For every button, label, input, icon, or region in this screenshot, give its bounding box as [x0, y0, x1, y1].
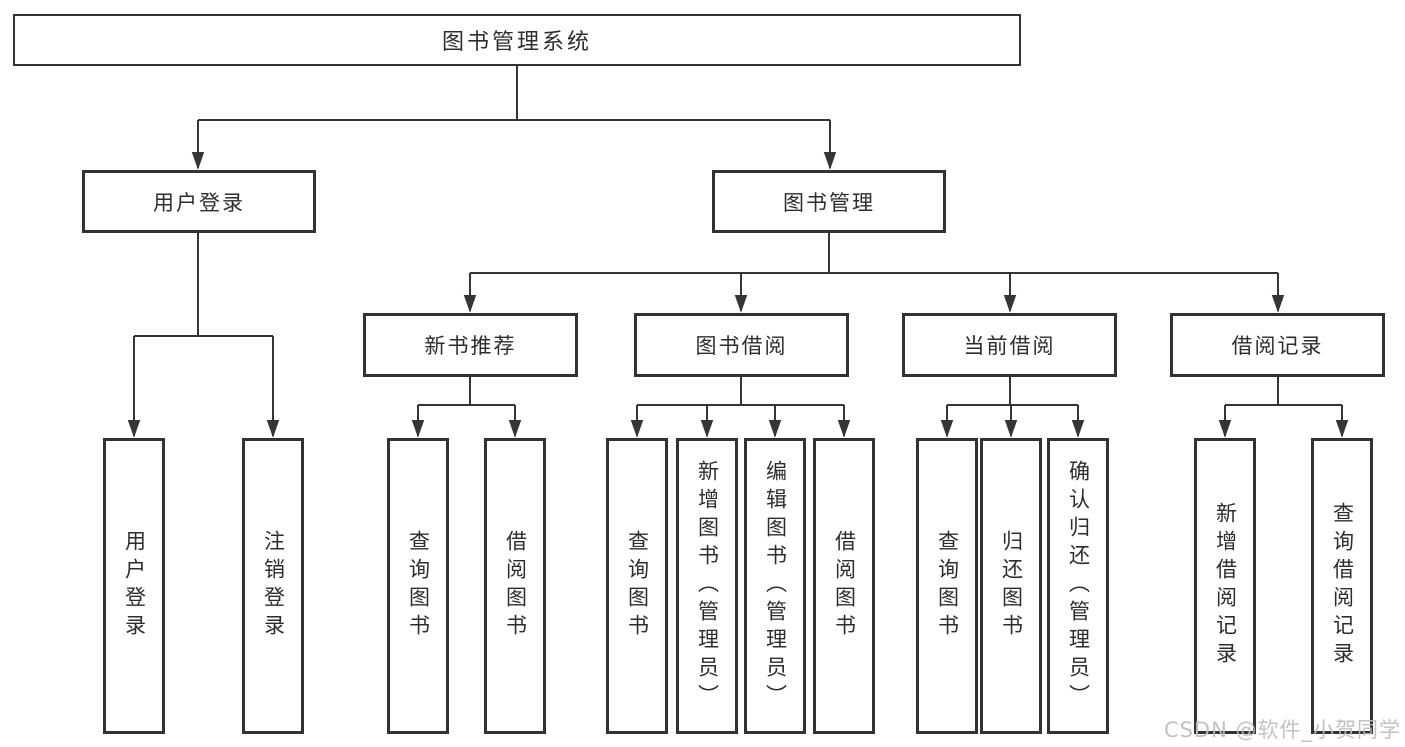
- node-label: 查询图书: [406, 530, 431, 642]
- node-label: 查询图书: [935, 530, 960, 642]
- connector-user-login-trunk: [134, 233, 273, 337]
- node-current-borrow: 当前借阅: [902, 313, 1117, 377]
- node-library-management-system: 图书管理系统: [13, 14, 1021, 66]
- leaf-return-books: 归还图书: [980, 438, 1042, 734]
- node-label: 图书管理: [783, 190, 875, 215]
- connector-root-trunk: [198, 66, 830, 121]
- node-label: 查询图书: [625, 530, 650, 642]
- connector-book-management-trunk: [470, 233, 1278, 274]
- connector-current-borrow-trunk: [947, 377, 1078, 406]
- leaf-query-books: 查询图书: [606, 438, 668, 734]
- connector-new-book-trunk: [418, 377, 515, 406]
- leaf-add-borrow-record: 新增借阅记录: [1194, 438, 1256, 734]
- node-label: 借阅记录: [1231, 334, 1324, 358]
- leaf-logout: 注销登录: [242, 438, 304, 734]
- leaf-query-books: 查询图书: [916, 438, 978, 734]
- node-book-borrow: 图书借阅: [634, 313, 849, 377]
- connector-borrow-records-trunk: [1225, 377, 1342, 406]
- node-label: 用户登录: [153, 190, 245, 215]
- leaf-borrow-books: 借阅图书: [813, 438, 875, 734]
- node-label: 编辑图书（管理员）: [763, 460, 788, 712]
- node-label: 借阅图书: [503, 530, 528, 642]
- node-label: 归还图书: [999, 530, 1024, 642]
- leaf-query-books: 查询图书: [387, 438, 449, 734]
- csdn-watermark: CSDN @软件_小贺同学: [1163, 718, 1401, 742]
- node-new-book-recommend: 新书推荐: [363, 313, 578, 377]
- node-book-management: 图书管理: [712, 170, 946, 233]
- node-label: 确认归还（管理员）: [1066, 460, 1091, 712]
- node-label: 注销登录: [261, 530, 286, 642]
- node-user-login: 用户登录: [82, 170, 316, 233]
- node-label: 当前借阅: [963, 334, 1056, 358]
- connector-book-borrow-trunk: [637, 377, 844, 406]
- node-label: 新增图书（管理员）: [695, 460, 720, 712]
- node-borrow-records: 借阅记录: [1170, 313, 1385, 377]
- leaf-edit-books-admin: 编辑图书（管理员）: [744, 438, 806, 734]
- node-label: 新增借阅记录: [1213, 502, 1238, 670]
- node-label: 查询借阅记录: [1330, 502, 1355, 670]
- leaf-add-books-admin: 新增图书（管理员）: [676, 438, 738, 734]
- leaf-confirm-return-admin: 确认归还（管理员）: [1047, 438, 1109, 734]
- leaf-query-borrow-record: 查询借阅记录: [1311, 438, 1373, 734]
- node-label: 用户登录: [122, 530, 147, 642]
- leaf-user-login: 用户登录: [103, 438, 165, 734]
- leaf-borrow-books: 借阅图书: [484, 438, 546, 734]
- node-label: 借阅图书: [832, 530, 857, 642]
- node-label: 新书推荐: [424, 334, 517, 358]
- node-label: 图书管理系统: [441, 30, 592, 55]
- node-label: 图书借阅: [695, 334, 788, 358]
